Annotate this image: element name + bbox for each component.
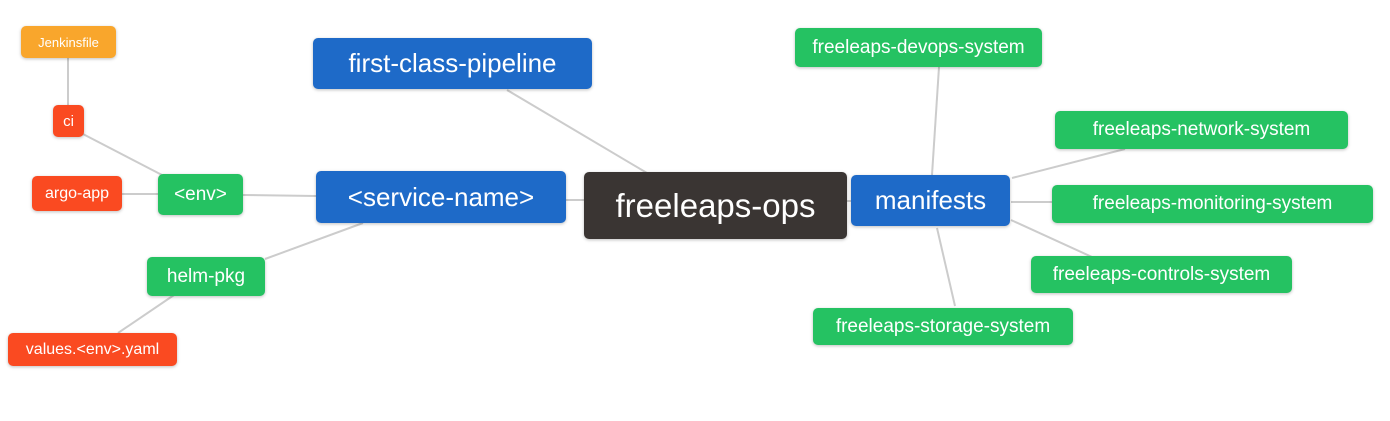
edge-env-service-name	[242, 194, 317, 197]
node-freeleaps-ops[interactable]: freeleaps-ops	[584, 172, 847, 239]
node-values-env-yaml[interactable]: values.<env>.yaml	[8, 333, 177, 366]
edge-manifests-storage-system	[936, 227, 956, 307]
edge-ci-env	[80, 132, 163, 176]
node-freeleaps-network-system[interactable]: freeleaps-network-system	[1055, 111, 1348, 149]
node-freeleaps-controls-system[interactable]: freeleaps-controls-system	[1031, 256, 1292, 293]
node-first-class-pipeline[interactable]: first-class-pipeline	[313, 38, 592, 89]
node-helm-pkg[interactable]: helm-pkg	[147, 257, 265, 296]
node-ci[interactable]: ci	[53, 105, 84, 137]
node-freeleaps-devops-system[interactable]: freeleaps-devops-system	[795, 28, 1042, 67]
edge-first-class-pipeline-root	[506, 89, 648, 174]
edge-manifests-network-system	[1011, 148, 1126, 179]
node-jenkinsfile[interactable]: Jenkinsfile	[21, 26, 116, 58]
node-freeleaps-storage-system[interactable]: freeleaps-storage-system	[813, 308, 1073, 345]
edge-helm-pkg-service-name	[264, 222, 364, 260]
node-env[interactable]: <env>	[158, 174, 243, 215]
edge-manifests-devops-system	[931, 66, 940, 176]
node-freeleaps-monitoring-system[interactable]: freeleaps-monitoring-system	[1052, 185, 1373, 223]
node-argo-app[interactable]: argo-app	[32, 176, 122, 211]
edge-manifests-controls-system	[1010, 219, 1093, 258]
edge-values-env-yaml-helm-pkg	[117, 292, 178, 334]
node-service-name[interactable]: <service-name>	[316, 171, 566, 223]
node-manifests[interactable]: manifests	[851, 175, 1010, 226]
